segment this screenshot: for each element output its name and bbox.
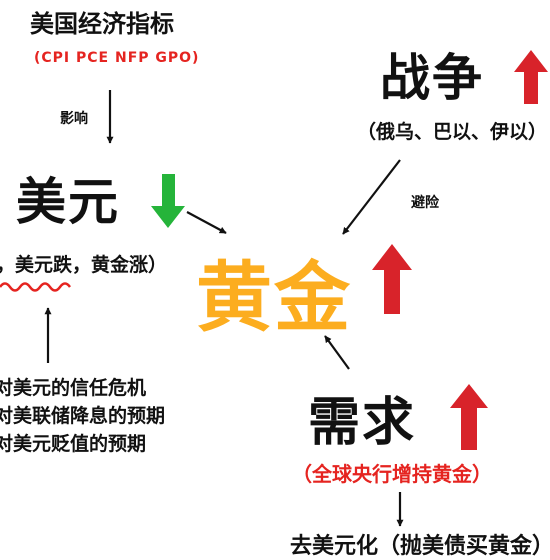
hedge-label: 避险 bbox=[411, 195, 439, 211]
trust-item: 对美元的信任危机 bbox=[0, 377, 147, 399]
arrow-usd-to-gold bbox=[186, 211, 227, 234]
red-up-arrow-icon bbox=[514, 50, 548, 104]
usd-effect: ，美元跌，黄金涨） bbox=[0, 254, 168, 276]
wavy-underline bbox=[0, 282, 72, 292]
demand-label: 需求 bbox=[308, 393, 417, 453]
usd-label: 美元 bbox=[16, 173, 120, 231]
red-up-arrow-icon bbox=[372, 244, 412, 314]
trust-item: 对美元贬值的预期 bbox=[0, 433, 147, 455]
gold-label: 黄金 bbox=[196, 253, 352, 342]
econ-indicators-list: (CPI PCE NFP GPO) bbox=[34, 50, 200, 66]
green-down-arrow-icon bbox=[151, 174, 185, 228]
war-examples: （俄乌、巴以、伊以） bbox=[357, 121, 548, 143]
war-label: 战争 bbox=[380, 49, 484, 107]
red-up-arrow-icon bbox=[450, 384, 488, 450]
arrow-demand-to-gold bbox=[324, 335, 350, 370]
trust-item: 对美联储降息的预期 bbox=[0, 405, 166, 427]
arrow-war-to-gold bbox=[342, 159, 401, 235]
econ-indicators-title: 美国经济指标 bbox=[30, 10, 174, 38]
central-banks-label: （全球央行增持黄金） bbox=[292, 462, 492, 486]
influence-label: 影响 bbox=[60, 111, 88, 127]
